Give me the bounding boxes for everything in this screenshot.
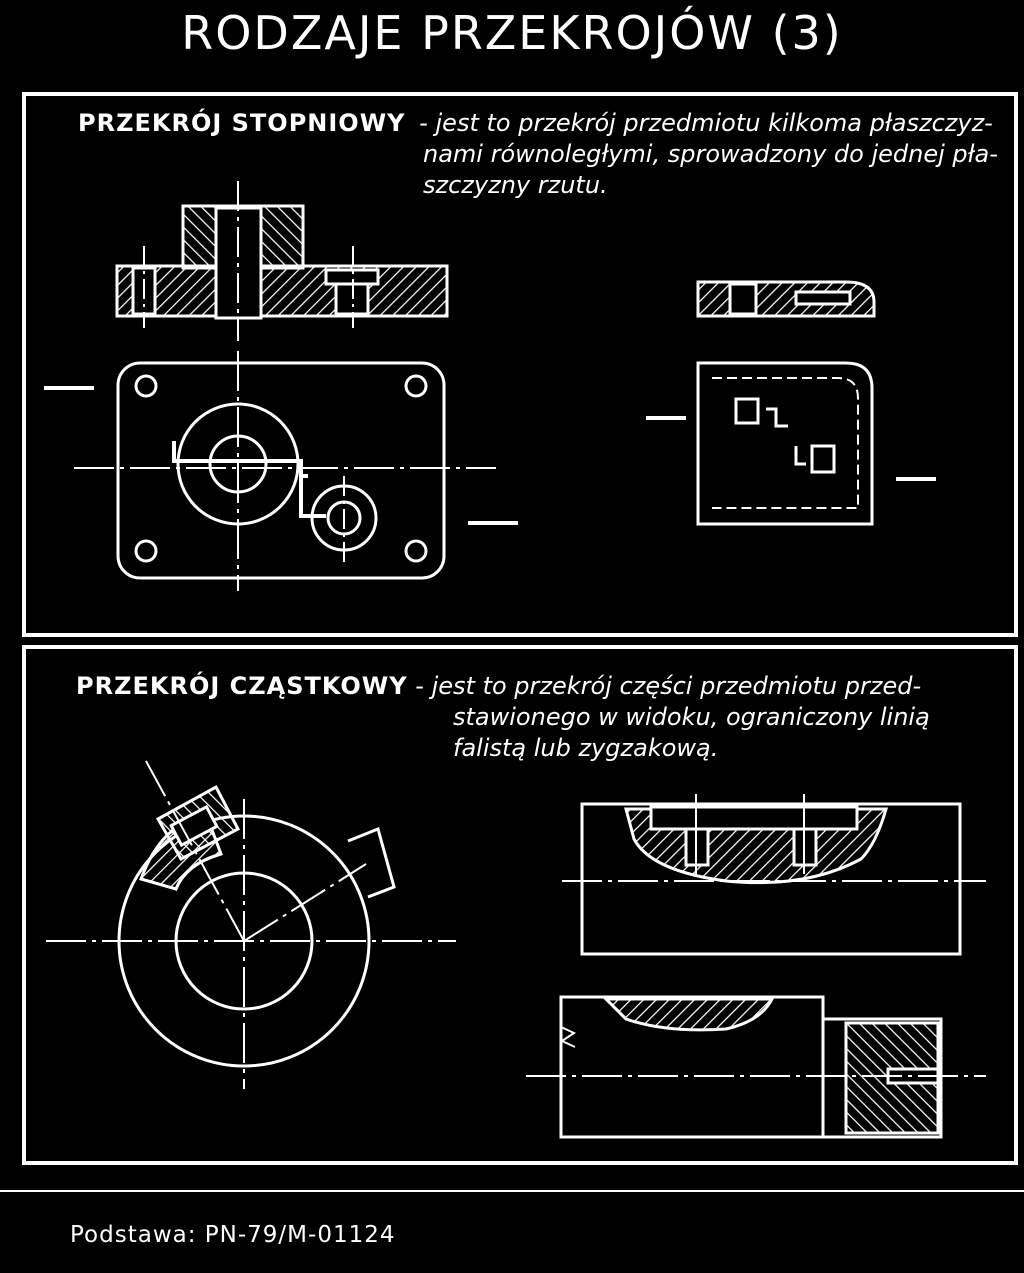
left-plan-view bbox=[44, 351, 518, 591]
stepped-section-def-line3: szczyzny rzutu. bbox=[423, 171, 608, 199]
partial-section-def-line2: stawionego w widoku, ograniczony linią bbox=[453, 703, 930, 731]
partial-section-def-line1: jest to przekrój części przedmiotu przed… bbox=[431, 672, 922, 700]
partial-section-dash: - bbox=[415, 672, 424, 700]
partial-section-heading: PRZEKRÓJ CZĄSTKOWY - jest to przekrój cz… bbox=[76, 671, 1006, 764]
stepped-section-heading: PRZEKRÓJ STOPNIOWY - jest to przekrój pr… bbox=[78, 108, 1008, 201]
stepped-section-drawing bbox=[44, 181, 936, 591]
panel-partial-section: PRZEKRÓJ CZĄSTKOWY - jest to przekrój cz… bbox=[22, 645, 1018, 1165]
stepped-section-def-line1: jest to przekrój przedmiotu kilkoma płas… bbox=[435, 109, 993, 137]
page-title: RODZAJE PRZEKROJÓW (3) bbox=[181, 6, 843, 60]
left-section-view bbox=[115, 181, 449, 341]
right-section-view bbox=[696, 280, 876, 318]
footer-rule bbox=[0, 1190, 1024, 1192]
stepped-section-term: PRZEKRÓJ STOPNIOWY bbox=[78, 109, 406, 137]
standard-reference: Podstawa: PN-79/M-01124 bbox=[70, 1222, 396, 1248]
right-plan-view bbox=[646, 361, 936, 526]
hub-partial-section bbox=[46, 760, 456, 1089]
partial-section-drawing bbox=[46, 760, 986, 1139]
partial-section-def-line3: falistą lub zygzakową. bbox=[453, 734, 719, 762]
stepped-section-dash: - bbox=[419, 109, 428, 137]
stepped-section-def-line2: nami równoległymi, sprowadzony do jednej… bbox=[423, 140, 998, 168]
partial-section-term: PRZEKRÓJ CZĄSTKOWY bbox=[76, 672, 408, 700]
panel-stepped-section: PRZEKRÓJ STOPNIOWY - jest to przekrój pr… bbox=[22, 92, 1018, 637]
block-partial-section-top bbox=[562, 794, 986, 956]
block-partial-section-bottom bbox=[526, 995, 986, 1139]
